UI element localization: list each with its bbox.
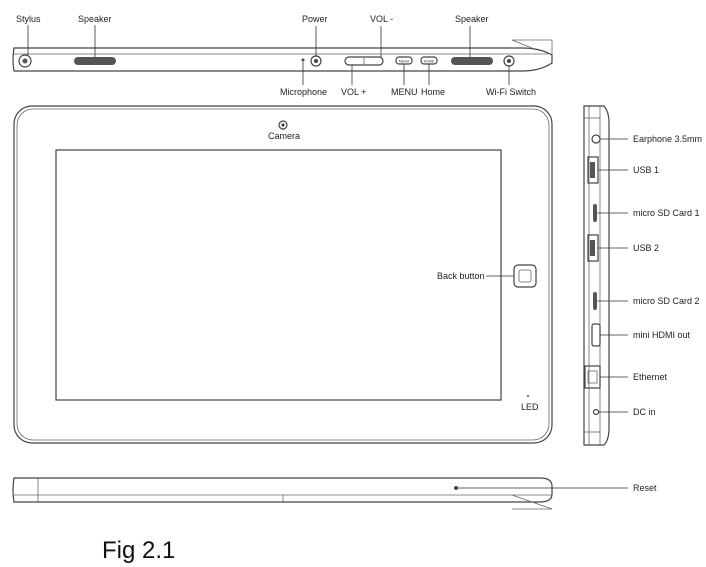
microphone-icon (301, 58, 305, 62)
side-leaders (597, 138, 628, 413)
figure-caption: Fig 2.1 (102, 537, 175, 564)
back-button (513, 264, 537, 288)
right-speaker-icon (451, 57, 493, 65)
top-edge-view: MENU HOME (12, 39, 553, 72)
front-view (13, 105, 553, 444)
bottom-edge-view (12, 477, 628, 510)
label-vol-plus: VOL + (341, 87, 366, 97)
label-stylus: Stylus (16, 14, 41, 24)
micro-sd1-slot (593, 204, 597, 222)
led-icon (527, 395, 529, 397)
ethernet-port (584, 365, 601, 389)
top-edge-outline (12, 47, 553, 72)
label-speaker-left: Speaker (78, 14, 112, 24)
label-micro-sd1: micro SD Card 1 (633, 208, 700, 218)
label-home: Home (421, 87, 445, 97)
label-menu: MENU (391, 87, 418, 97)
label-wifi-switch: Wi-Fi Switch (486, 87, 536, 97)
label-earphone: Earphone 3.5mm (633, 134, 702, 144)
label-ethernet: Ethernet (633, 372, 668, 382)
tablet-body (13, 105, 553, 444)
side-outline (583, 105, 610, 446)
reset-hole-icon (454, 486, 458, 490)
svg-text:HOME: HOME (424, 60, 435, 64)
dc-in-icon (592, 408, 600, 416)
bottom-edge-outline (12, 477, 553, 503)
svg-text:MENU: MENU (399, 60, 410, 64)
earphone-jack-icon (591, 134, 601, 144)
label-power: Power (302, 14, 328, 24)
top-leaders (27, 25, 510, 85)
side-view (583, 105, 610, 446)
label-dc-in: DC in (633, 407, 656, 417)
label-usb1: USB 1 (633, 165, 659, 175)
tablet-screen (55, 149, 502, 401)
label-camera: Camera (268, 131, 300, 141)
label-microphone: Microphone (280, 87, 327, 97)
stylus-icon (18, 54, 32, 68)
camera-icon (278, 120, 288, 130)
label-speaker-right: Speaker (455, 14, 489, 24)
label-mini-hdmi: mini HDMI out (633, 330, 691, 340)
left-speaker-icon (74, 57, 116, 65)
label-led: LED (521, 402, 539, 412)
label-vol-minus: VOL - (370, 14, 393, 24)
mini-hdmi-port (591, 323, 601, 347)
label-micro-sd2: micro SD Card 2 (633, 296, 700, 306)
label-usb2: USB 2 (633, 243, 659, 253)
micro-sd2-slot (593, 292, 597, 310)
volume-rocker (344, 56, 384, 66)
label-back-button: Back button (437, 271, 485, 281)
label-reset: Reset (633, 483, 657, 493)
